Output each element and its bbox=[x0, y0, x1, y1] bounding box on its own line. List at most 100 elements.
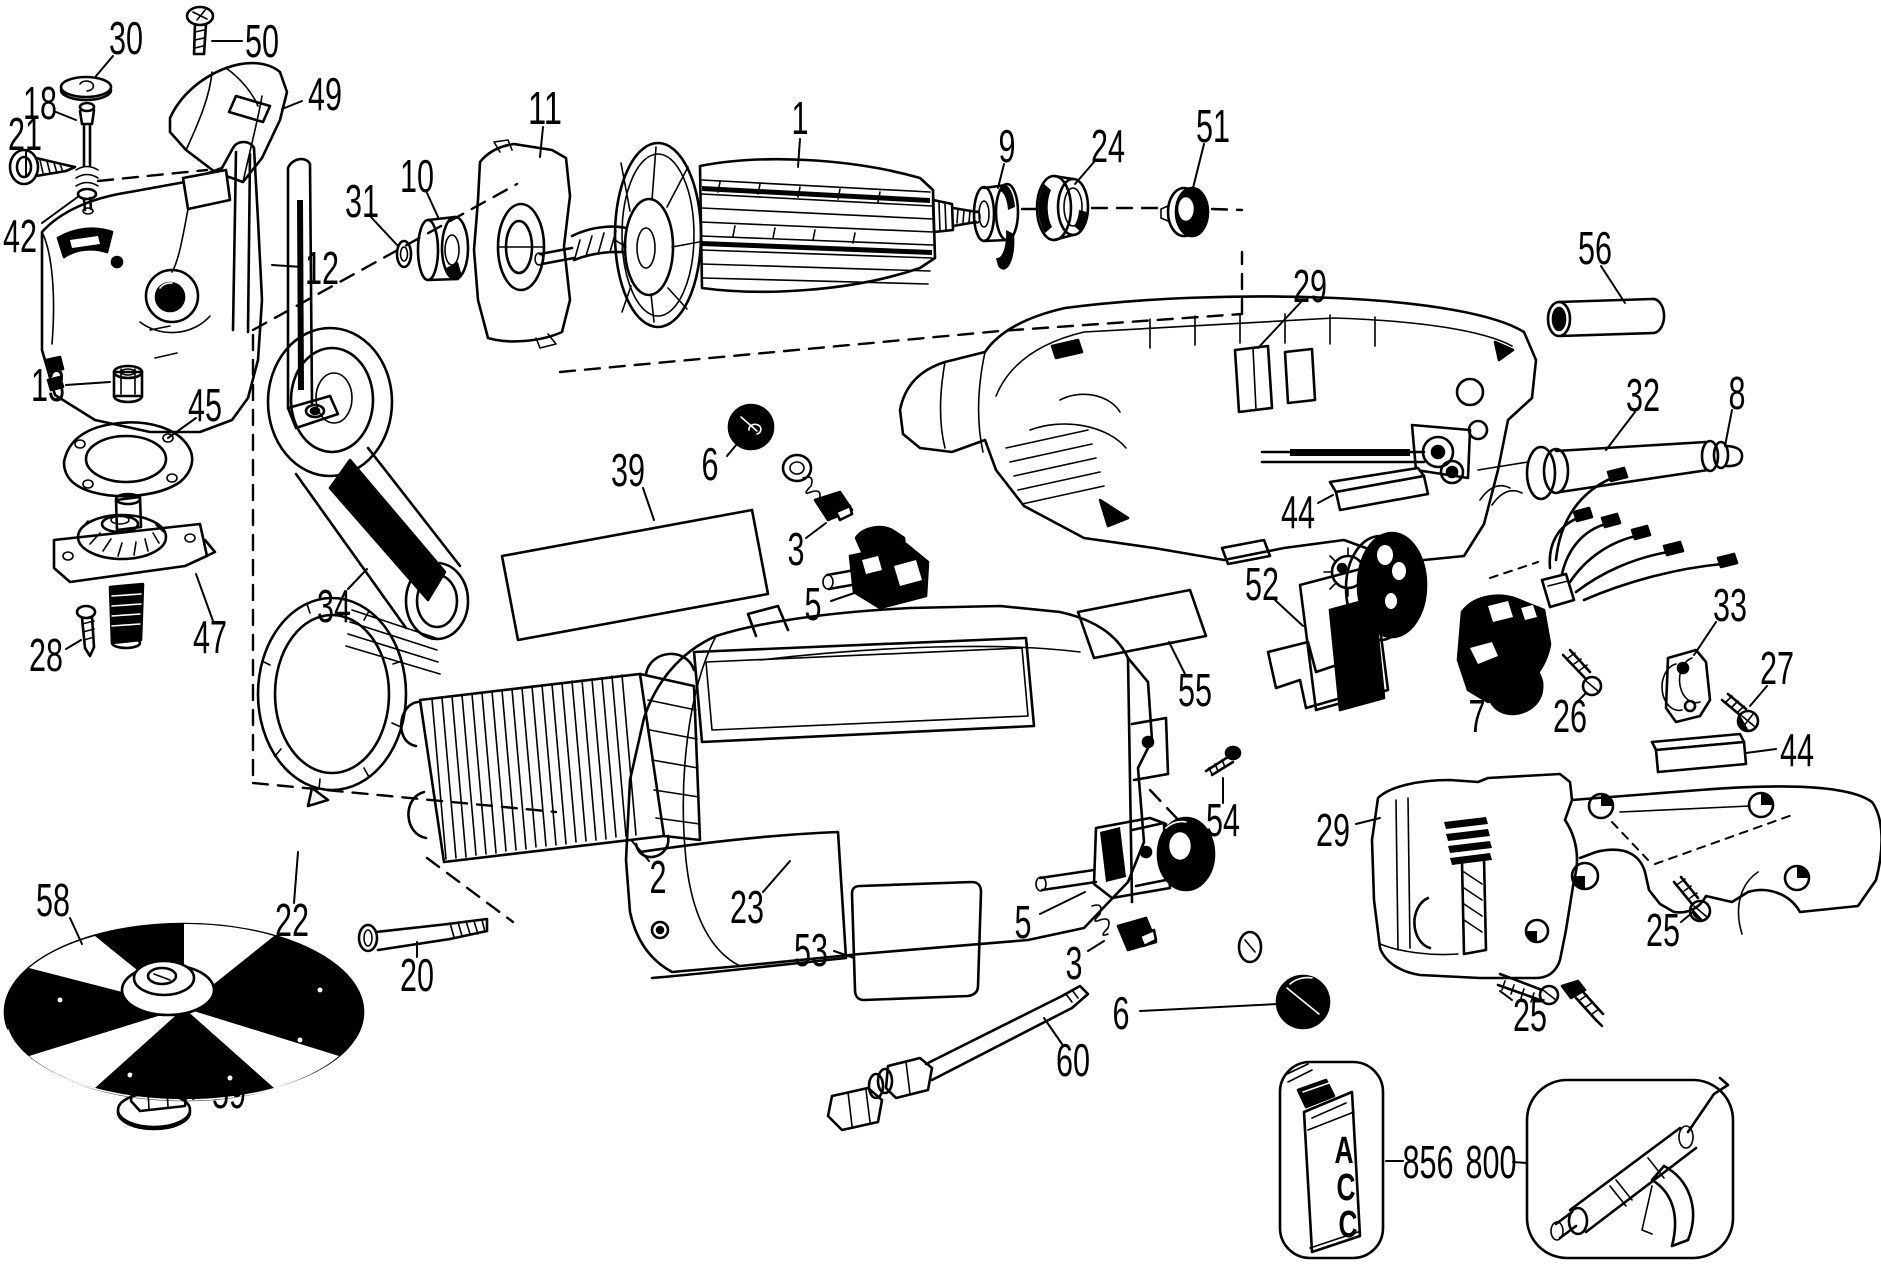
part-brush-holder-5-lower bbox=[1035, 816, 1216, 900]
part-transformer-52 bbox=[1266, 531, 1428, 712]
acc-letter-0: A bbox=[1335, 1130, 1354, 1172]
acc-inset-letters: ACC bbox=[1335, 1130, 1358, 1246]
part-screw-26 bbox=[1561, 648, 1603, 697]
part-ring-31 bbox=[395, 239, 413, 269]
leader-56 bbox=[1600, 265, 1626, 304]
leader-39 bbox=[642, 487, 655, 521]
leader-26 bbox=[1577, 692, 1587, 702]
part-label-49: 49 bbox=[308, 68, 342, 120]
part-clamp-nut-59 bbox=[116, 1066, 192, 1131]
leader-10 bbox=[426, 192, 439, 218]
leader-3-lower bbox=[1087, 940, 1105, 952]
part-gasket-45 bbox=[62, 421, 194, 498]
part-label-23: 23 bbox=[730, 881, 764, 933]
leader-60 bbox=[1043, 1017, 1063, 1045]
leader-29-lower bbox=[1355, 817, 1381, 825]
part-field-2 bbox=[399, 652, 702, 864]
part-spring-42 bbox=[75, 165, 99, 215]
part-label-1: 1 bbox=[792, 92, 809, 144]
part-label-13: 13 bbox=[31, 359, 65, 411]
part-label-33: 33 bbox=[1713, 579, 1747, 631]
part-label-34: 34 bbox=[317, 580, 351, 632]
part-label-6-upper: 6 bbox=[702, 438, 719, 490]
acc-letter-1: C bbox=[1337, 1167, 1356, 1209]
part-label-800: 800 bbox=[1466, 1136, 1517, 1188]
part-sticker-39 bbox=[500, 508, 770, 642]
part-tube-56 bbox=[1546, 297, 1666, 338]
part-baffle-22 bbox=[256, 596, 441, 808]
leader-7 bbox=[1486, 657, 1501, 699]
part-label-20: 20 bbox=[400, 949, 434, 1001]
part-label-12: 12 bbox=[305, 242, 339, 294]
part-label-10: 10 bbox=[400, 150, 434, 202]
part-bearing-51 bbox=[1160, 186, 1210, 238]
part-label-11: 11 bbox=[528, 82, 562, 134]
part-motor-housing-23 bbox=[624, 604, 1170, 980]
leader-29-upper bbox=[1257, 301, 1302, 349]
part-label-53: 53 bbox=[794, 924, 828, 976]
part-lower-housing-29 bbox=[1370, 772, 1881, 980]
part-washer-30 bbox=[59, 75, 113, 102]
part-brush-cap-6-lower bbox=[1275, 974, 1331, 1030]
part-screws-25-lower bbox=[1496, 972, 1605, 1028]
part-brush-holder-5-upper bbox=[822, 525, 930, 610]
leader-52 bbox=[1274, 599, 1304, 627]
part-label-2: 2 bbox=[650, 851, 667, 903]
leader-24 bbox=[1074, 161, 1095, 185]
part-screw-28 bbox=[75, 604, 97, 658]
part-label-60: 60 bbox=[1056, 1034, 1090, 1086]
part-label-29-upper: 29 bbox=[1293, 260, 1327, 312]
leader-3-upper bbox=[805, 522, 827, 539]
leader-30 bbox=[95, 55, 114, 77]
part-side-handle-34 bbox=[266, 326, 470, 641]
part-label-28: 28 bbox=[29, 629, 63, 681]
part-cord-8 bbox=[1724, 444, 1744, 468]
leader-59 bbox=[192, 1092, 209, 1100]
part-acc-inset-856 bbox=[1278, 1060, 1385, 1260]
part-clamp-33 bbox=[1661, 648, 1712, 724]
leader-31 bbox=[369, 215, 399, 247]
part-label-44-upper: 44 bbox=[1281, 486, 1315, 538]
alignment-dashed-lines bbox=[96, 168, 1796, 924]
part-label-29-lower: 29 bbox=[1316, 804, 1350, 856]
leader-49 bbox=[281, 100, 303, 110]
leader-42 bbox=[41, 195, 80, 224]
part-nut-13 bbox=[112, 364, 144, 404]
leader-44-right bbox=[1745, 748, 1777, 754]
parts-drawings bbox=[3, 5, 1881, 1260]
part-label-30: 30 bbox=[109, 12, 143, 64]
leader-5-upper bbox=[830, 588, 867, 602]
part-armature-1 bbox=[534, 141, 981, 329]
part-brush-cap-6-upper bbox=[727, 403, 775, 451]
part-screw-50 bbox=[185, 5, 215, 56]
part-screw-21 bbox=[8, 148, 77, 186]
part-spindle-60 bbox=[826, 984, 1090, 1132]
leader-23 bbox=[762, 860, 791, 893]
part-label-45: 45 bbox=[188, 379, 222, 431]
part-brush-44-right bbox=[1650, 732, 1748, 774]
leader-11 bbox=[539, 126, 544, 158]
part-switch-7 bbox=[1456, 466, 1739, 716]
part-label-22: 22 bbox=[275, 894, 309, 946]
part-label-6-lower: 6 bbox=[1113, 987, 1130, 1039]
part-label-56: 56 bbox=[1578, 222, 1612, 274]
part-label-24: 24 bbox=[1091, 120, 1125, 172]
leader-55 bbox=[1168, 641, 1187, 677]
leader-44-upper bbox=[1317, 494, 1334, 504]
part-caulk-gun-inset-800 bbox=[1525, 1076, 1735, 1260]
leader-9 bbox=[997, 163, 1005, 189]
leader-12 bbox=[271, 264, 303, 268]
leader-800 bbox=[1512, 1161, 1527, 1164]
part-brush-3-lower bbox=[1091, 904, 1263, 964]
part-label-5-upper: 5 bbox=[805, 578, 822, 630]
part-label-32: 32 bbox=[1626, 369, 1660, 421]
part-label-52: 52 bbox=[1245, 558, 1279, 610]
part-label-39: 39 bbox=[611, 444, 645, 496]
leader-6-lower bbox=[1139, 1003, 1279, 1012]
part-backing-pad-58 bbox=[3, 922, 365, 1102]
leader-25-upper bbox=[1680, 912, 1693, 923]
acc-letter-2: C bbox=[1339, 1204, 1358, 1246]
part-label-3-upper: 3 bbox=[788, 523, 805, 575]
